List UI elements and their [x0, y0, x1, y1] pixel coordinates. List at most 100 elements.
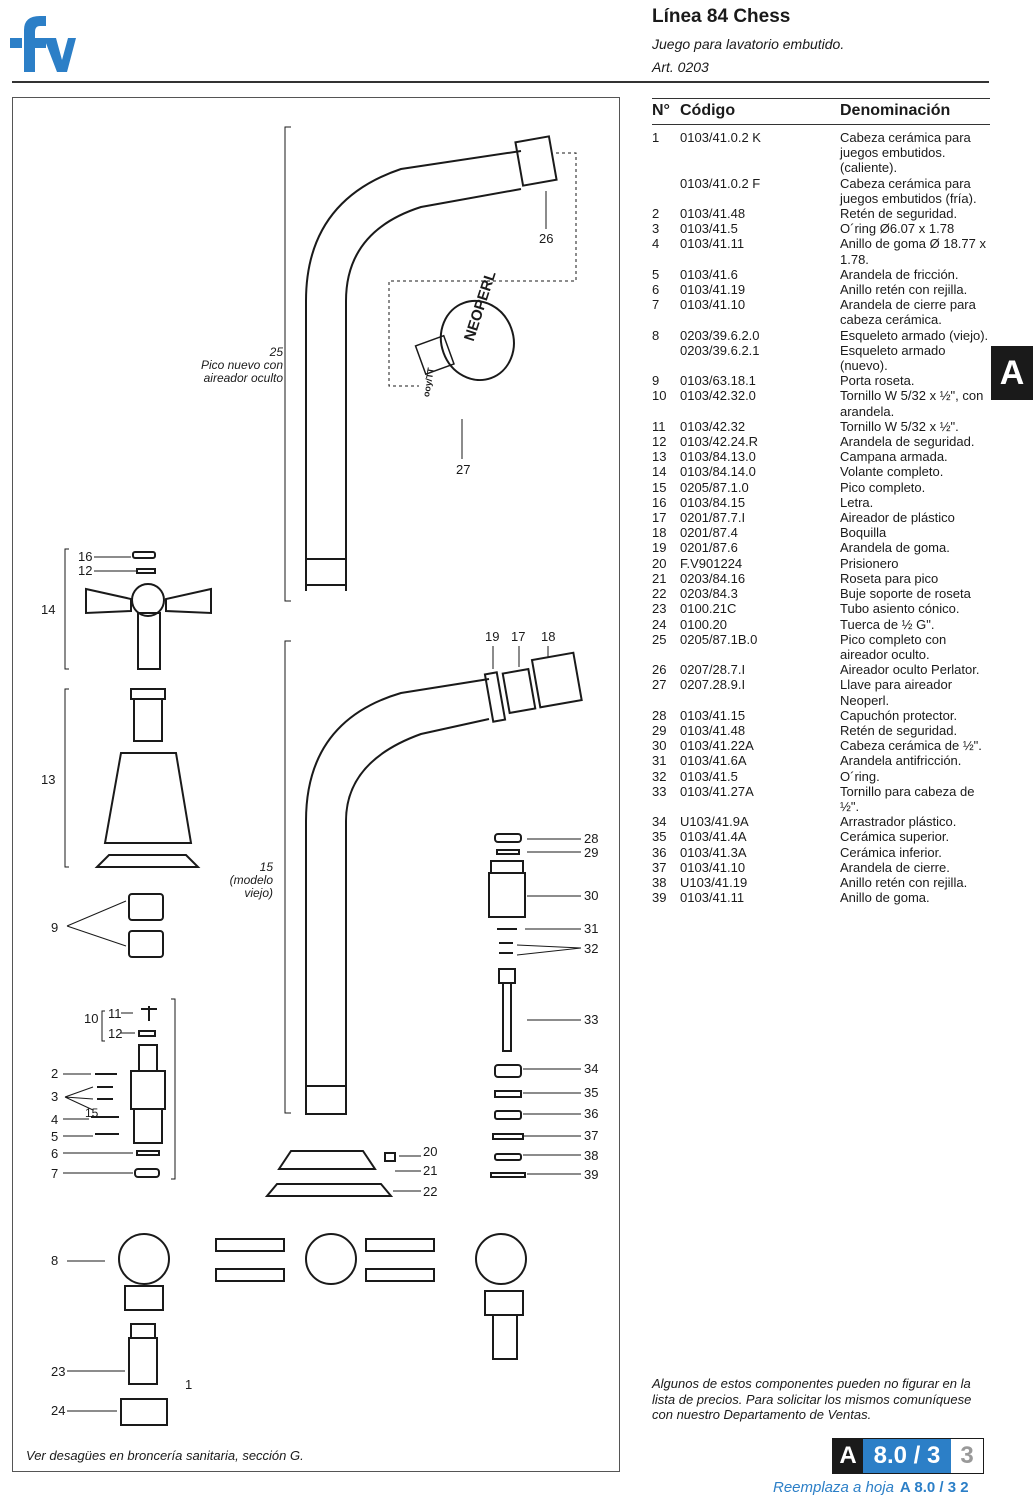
page-sheet: 3 [951, 1439, 983, 1473]
row-number: 8 [652, 327, 660, 343]
row-code: 0103/41.10 [680, 859, 746, 875]
row-code: 0100.20 [680, 616, 727, 632]
callout-number: 11 [108, 1006, 122, 1021]
callout-number: 3 [51, 1089, 59, 1104]
row-name: Arandela de seguridad. [840, 434, 975, 450]
row-name: Cabeza cerámica para juegos embutidos (f… [840, 175, 977, 206]
row-code: U103/41.19 [680, 874, 748, 890]
callout-number: 13 [41, 772, 56, 787]
callout-number: 5 [51, 1129, 59, 1144]
page-title: Línea 84 Chess [652, 6, 791, 27]
table-top-rule [652, 98, 990, 99]
callout-number: 4 [51, 1112, 59, 1127]
esqueleto-8 [118, 1233, 527, 1360]
page-number-box: A 8.0 / 3 3 [832, 1438, 984, 1474]
annotation-pico-nuevo-line1: Pico nuevo con [200, 358, 283, 372]
row-code: 0103/41.27A [680, 783, 754, 799]
row-code: 0201/87.4 [680, 525, 738, 541]
row-name: Arandela de cierre. [840, 859, 950, 875]
row-number: 11 [652, 418, 666, 434]
row-number: 34 [652, 814, 667, 830]
row-number: 35 [652, 829, 667, 845]
row-code: 0103/41.6A [680, 753, 747, 769]
row-name: Pico completo. [840, 479, 926, 495]
row-number: 3 [652, 221, 660, 237]
row-number: 31 [652, 753, 667, 769]
campana-13 [94, 688, 201, 868]
callout-number: 10 [84, 1011, 99, 1026]
row-code: 0203/84.3 [680, 586, 738, 602]
row-number: 27 [652, 677, 667, 693]
row-name: Aireador de plástico [840, 510, 955, 526]
diagram-drawing [63, 126, 583, 1426]
row-name: Anillo de goma. [840, 890, 930, 906]
row-code: 0103/84.13.0 [680, 449, 756, 465]
row-name: Arandela de cierre para cabeza cerámica. [840, 297, 976, 328]
callout-number: 31 [584, 921, 599, 936]
row-code: 0103/41.10 [680, 297, 746, 313]
leader-lines [63, 556, 582, 1412]
header-code: Código [680, 102, 736, 119]
row-code: 0103/41.0.2 K [680, 130, 761, 145]
callout-number: 12 [108, 1026, 123, 1041]
row-number: 2 [652, 206, 660, 222]
row-name: Boquilla [840, 525, 887, 541]
callout-number: 15 [85, 1106, 99, 1120]
diagram-footer-note: Ver desagües en broncería sanitaria, sec… [26, 1448, 304, 1463]
row-number: 29 [652, 722, 667, 738]
fv-logo [10, 16, 76, 72]
row-code: 0103/41.11 [680, 890, 745, 906]
replaces-ref: A 8.0 / 3 2 [899, 1479, 969, 1496]
annotation-modelo-viejo-line2: viejo) [244, 886, 273, 900]
row-name: Roseta para pico [840, 570, 939, 586]
header-no: N° [652, 102, 670, 119]
row-number: 21 [652, 570, 667, 586]
exploded-diagram: 25 Pico nuevo con aireador oculto 15 (mo… [12, 97, 620, 1472]
row-code: 0103/41.11 [680, 236, 745, 252]
row-number: 6 [652, 282, 660, 298]
row-number: 24 [652, 616, 667, 632]
row-number: 23 [652, 601, 667, 617]
row-code: 0205/87.1B.0 [680, 631, 758, 647]
row-name: Arrastrador plástico. [840, 814, 957, 830]
row-name: Cabeza cerámica de ½". [840, 738, 982, 754]
row-code: 0205/87.1.0 [680, 479, 749, 495]
annotation-pico-nuevo-number: 25 [269, 345, 283, 359]
row-code: 0103/41.4A [680, 829, 747, 845]
annotation-modelo-viejo-line1: (modelo [229, 873, 273, 887]
callout-number: 27 [456, 462, 471, 477]
row-code: 0103/41.3A [680, 844, 747, 860]
callout-number: 16 [78, 549, 93, 564]
row-code: 0103/41.0.2 F [680, 175, 761, 191]
row-number: 13 [652, 449, 667, 465]
row-number: 18 [652, 525, 667, 541]
row-number: 17 [652, 510, 667, 526]
availability-note: Algunos de estos componentes pueden no f… [652, 1376, 972, 1422]
row-name: Volante completo. [840, 464, 944, 480]
handle-14 [85, 551, 212, 670]
annotation-modelo-viejo: 15 (modelo viejo) [213, 861, 273, 900]
row-code: 0201/87.6 [680, 540, 738, 556]
page-section: A [833, 1439, 863, 1473]
row-name: Tornillo W 5/32 x ½". [840, 418, 959, 434]
row-code: 0103/42.32.0 [680, 388, 756, 404]
header-name: Denominación [840, 102, 951, 119]
